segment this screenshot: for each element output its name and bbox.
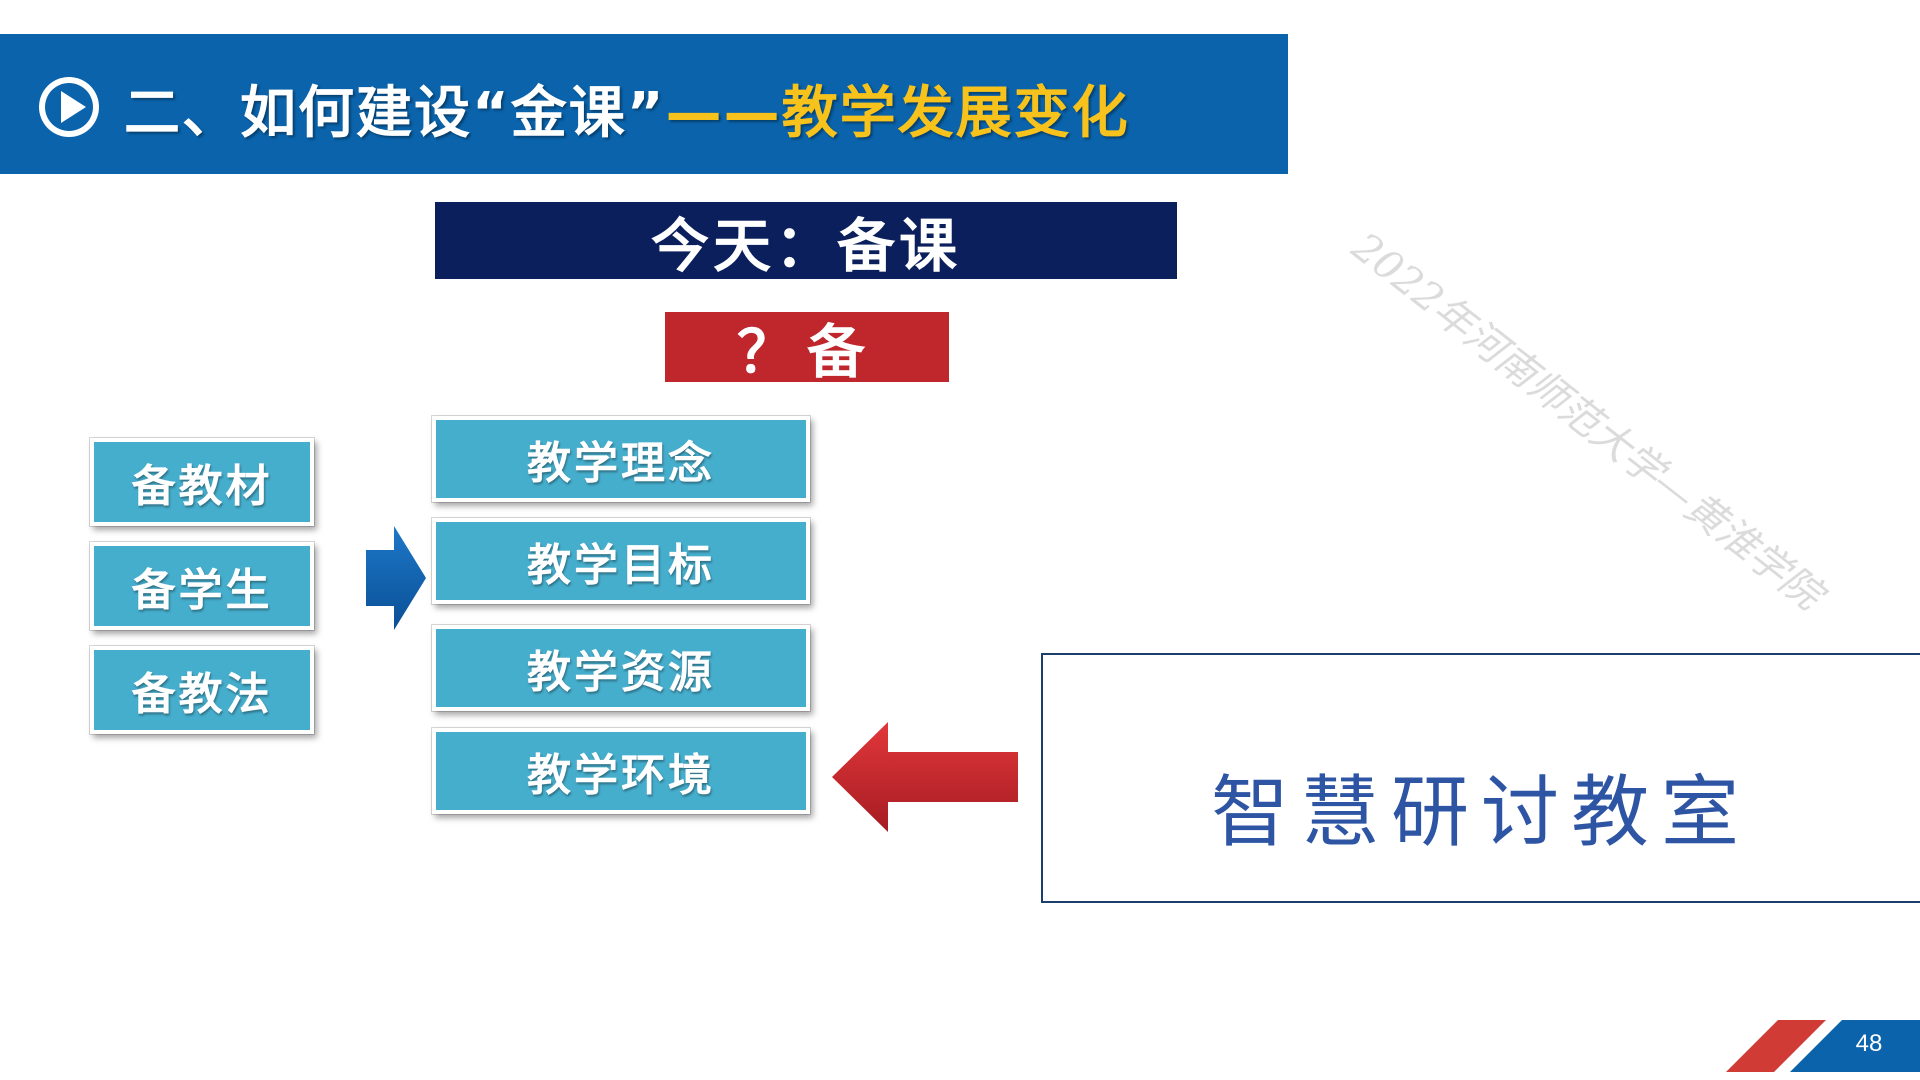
title-prefix: 二、如何建设“金课” — [124, 81, 666, 146]
right-arrow-icon — [366, 526, 426, 630]
page-number: 48 — [1855, 1030, 1883, 1057]
watermark: 2022年河南师范大学—黄淮学院 — [1343, 224, 1831, 619]
mid-item-concept: 教学理念 — [432, 416, 810, 502]
question-heading: ？备 — [665, 312, 949, 386]
mid-item-resources: 教学资源 — [432, 625, 810, 711]
left-arrow-icon — [832, 722, 1018, 832]
today-heading: 今天：备课 — [435, 202, 1177, 280]
left-item-textbook: 备教材 — [90, 438, 314, 526]
corner-blue-stripe — [1790, 1020, 1920, 1072]
left-item-students: 备学生 — [90, 542, 314, 630]
smart-room-box — [1041, 653, 1920, 903]
smart-room-label: 智慧研讨教室 — [1210, 768, 1751, 858]
mid-item-environment: 教学环境 — [432, 728, 810, 814]
play-circle-icon — [39, 77, 99, 137]
header-bar: 二、如何建设“金课”——教学发展变化 — [0, 34, 1288, 174]
corner-red-stripe — [1726, 1020, 1826, 1072]
page-title: 二、如何建设“金课”——教学发展变化 — [124, 68, 1130, 149]
title-accent: ——教学发展变化 — [665, 81, 1130, 146]
mid-item-objectives: 教学目标 — [432, 518, 810, 604]
left-item-methods: 备教法 — [90, 646, 314, 734]
